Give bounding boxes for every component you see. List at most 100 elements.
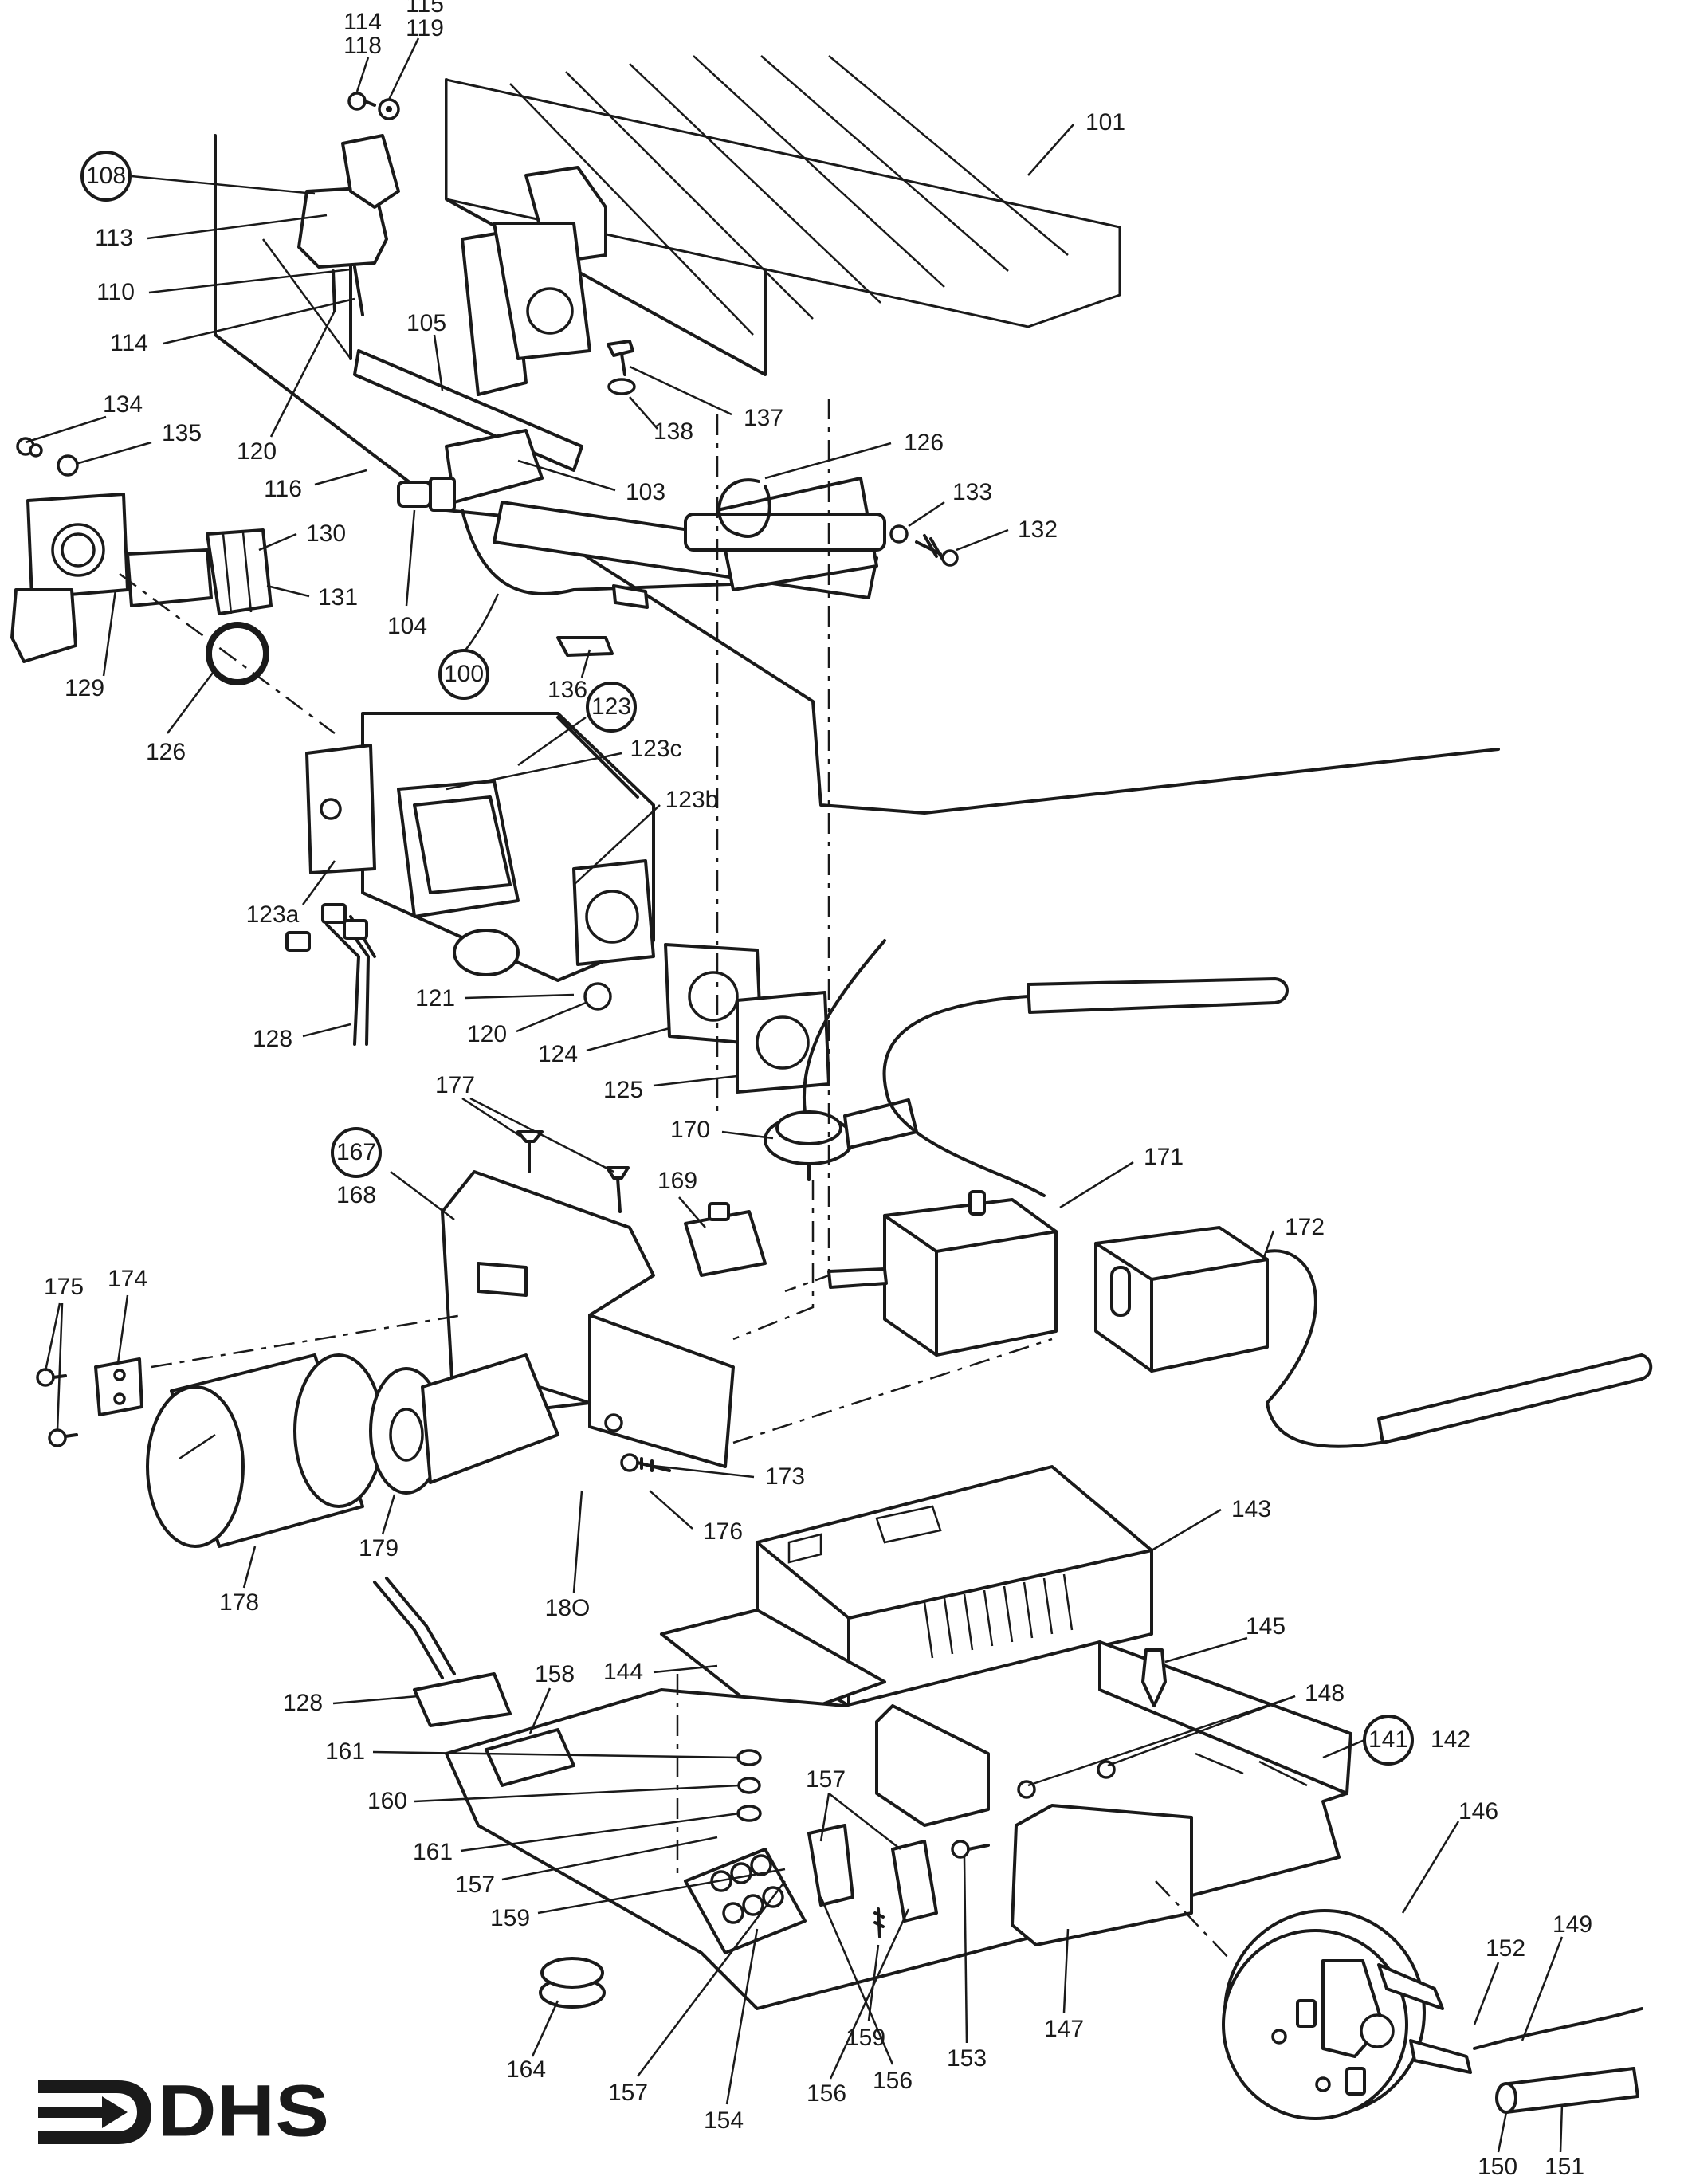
filter-178 bbox=[146, 1353, 384, 1548]
callout-108: 108 bbox=[80, 151, 132, 202]
callout-130: 130 bbox=[306, 520, 346, 547]
callout-149: 149 bbox=[1553, 1911, 1592, 1938]
callout-113: 113 bbox=[95, 225, 133, 251]
callout-number: 138 bbox=[654, 418, 693, 445]
callout-number: 104 bbox=[387, 613, 427, 639]
callout-110: 110 bbox=[96, 279, 135, 305]
callout-number: 157 bbox=[455, 1872, 495, 1898]
screw-173 bbox=[620, 1453, 671, 1472]
callout-156a: 156 bbox=[873, 2068, 913, 2094]
callout-circle bbox=[438, 649, 489, 700]
callout-125: 125 bbox=[603, 1077, 643, 1103]
callout-number: 144 bbox=[603, 1659, 643, 1685]
callout-number: 136 bbox=[548, 677, 587, 703]
callout-118: 118 bbox=[343, 33, 382, 59]
screw-132 bbox=[889, 524, 959, 567]
callout-number: 158 bbox=[535, 1661, 575, 1687]
standoff-145 bbox=[1141, 1648, 1167, 1707]
callout-number: 152 bbox=[1486, 1935, 1525, 1962]
callout-169: 169 bbox=[658, 1168, 697, 1194]
callout-number: 108 bbox=[86, 163, 126, 189]
relays-156 bbox=[807, 1824, 938, 1923]
callout-168: 168 bbox=[336, 1182, 376, 1208]
callout-132: 132 bbox=[1018, 517, 1058, 543]
callout-123c: 123c bbox=[630, 736, 681, 762]
callout-157a: 157 bbox=[806, 1766, 846, 1793]
nut-104 bbox=[397, 477, 456, 607]
callout-number: 133 bbox=[952, 479, 992, 505]
screw-134 bbox=[16, 437, 79, 477]
callout-159a: 159 bbox=[490, 1905, 530, 1931]
callout-number: 156 bbox=[807, 2080, 846, 2107]
callout-167: 167 bbox=[331, 1127, 382, 1178]
callout-180: 18O bbox=[545, 1595, 591, 1621]
cover-vents bbox=[923, 1573, 1074, 1659]
callout-124: 124 bbox=[538, 1041, 578, 1067]
callout-circle bbox=[331, 1127, 382, 1178]
probe-170 bbox=[764, 939, 918, 1181]
callout-129: 129 bbox=[65, 675, 104, 701]
callout-164: 164 bbox=[506, 2056, 546, 2083]
ring-126-lower bbox=[206, 622, 269, 685]
callout-number: 142 bbox=[1431, 1726, 1470, 1753]
callout-114b: 114 bbox=[110, 330, 148, 356]
callout-number: 151 bbox=[1545, 2154, 1584, 2180]
callout-137: 137 bbox=[744, 405, 783, 431]
callout-153: 153 bbox=[947, 2045, 987, 2072]
callout-number: 175 bbox=[44, 1274, 84, 1300]
callout-123a: 123a bbox=[246, 901, 300, 928]
leader-lines bbox=[25, 37, 1564, 2153]
callout-128b: 128 bbox=[283, 1690, 323, 1716]
pressure-switch-146 bbox=[1222, 1909, 1472, 2120]
callout-179: 179 bbox=[359, 1535, 398, 1561]
pcb-144 bbox=[660, 1609, 886, 1723]
callout-number: 154 bbox=[704, 2107, 744, 2134]
callout-number: 167 bbox=[336, 1139, 376, 1165]
callout-175: 175 bbox=[44, 1274, 84, 1300]
callout-120a: 120 bbox=[237, 438, 277, 465]
callout-number: 113 bbox=[95, 225, 133, 251]
callout-number: 164 bbox=[506, 2056, 546, 2083]
callout-number: 169 bbox=[658, 1168, 697, 1194]
callout-number: 128 bbox=[283, 1690, 323, 1716]
callout-number: 172 bbox=[1285, 1214, 1325, 1240]
callout-labels: 1141181151191081131101141051201161011371… bbox=[44, 0, 1592, 2180]
callout-number: 129 bbox=[65, 675, 104, 701]
callout-number: 178 bbox=[219, 1589, 259, 1616]
callout-172: 172 bbox=[1285, 1214, 1325, 1240]
callout-number: 145 bbox=[1246, 1613, 1286, 1640]
callout-151: 151 bbox=[1545, 2154, 1584, 2180]
callout-150: 150 bbox=[1478, 2154, 1517, 2180]
callout-161a: 161 bbox=[325, 1738, 365, 1765]
callout-123: 123 bbox=[586, 682, 637, 733]
callout-number: 105 bbox=[406, 310, 446, 336]
callout-143: 143 bbox=[1231, 1496, 1271, 1522]
callout-147: 147 bbox=[1044, 2016, 1084, 2042]
tube-179 bbox=[369, 1353, 559, 1495]
callout-number: 149 bbox=[1553, 1911, 1592, 1938]
callout-146: 146 bbox=[1458, 1798, 1498, 1825]
callout-number: 150 bbox=[1478, 2154, 1517, 2180]
callout-number: 179 bbox=[359, 1535, 398, 1561]
callout-number: 116 bbox=[264, 476, 302, 502]
callout-number: 103 bbox=[626, 479, 665, 505]
callout-134: 134 bbox=[103, 391, 143, 418]
callout-number: 171 bbox=[1144, 1144, 1184, 1170]
harness-128-top bbox=[285, 903, 376, 1046]
callout-number: 159 bbox=[846, 2025, 885, 2051]
gasket-125 bbox=[736, 991, 830, 1094]
callout-number: 143 bbox=[1231, 1496, 1271, 1522]
callout-number: 119 bbox=[406, 15, 444, 41]
callout-number: 161 bbox=[325, 1738, 365, 1765]
callout-156b: 156 bbox=[807, 2080, 846, 2107]
gas-valve-123 bbox=[305, 712, 655, 1011]
callout-circle bbox=[1363, 1715, 1414, 1766]
screw-137 bbox=[607, 340, 636, 395]
tray-141 bbox=[445, 1640, 1352, 2010]
dhs-logo: DHS bbox=[38, 2070, 329, 2151]
callout-101: 101 bbox=[1085, 109, 1125, 136]
clip-126-top bbox=[717, 478, 771, 538]
gasket-136 bbox=[556, 584, 649, 657]
callout-number: 126 bbox=[146, 739, 186, 765]
